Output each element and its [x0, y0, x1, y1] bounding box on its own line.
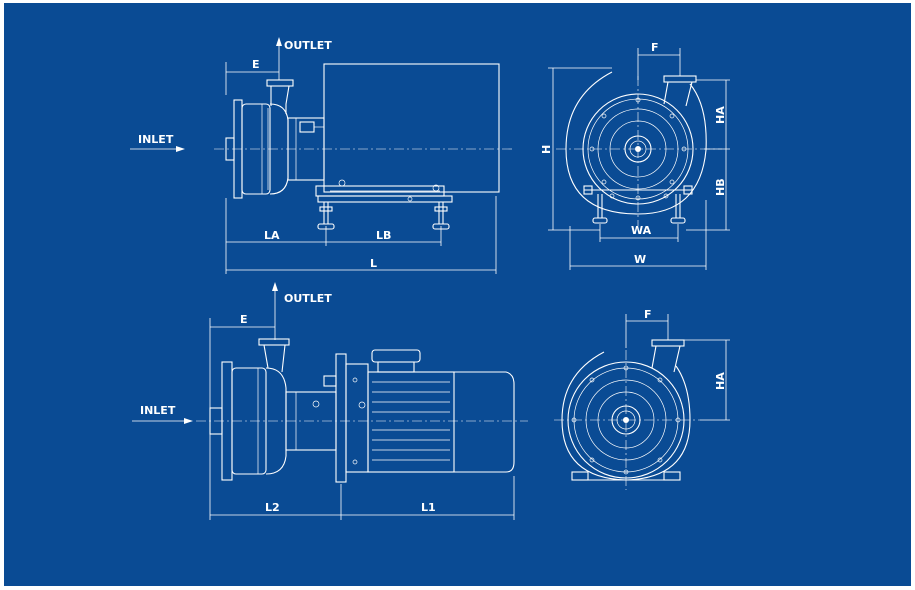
dim-f-label-bottom: F: [644, 308, 652, 321]
dim-h-label: H: [540, 145, 553, 154]
side-view-close-coupled: OUTLET E INLET: [132, 282, 528, 520]
dim-f-label-top: F: [651, 41, 659, 54]
dim-hb-label: HB: [714, 178, 727, 196]
dim-l1-label: L1: [421, 501, 436, 514]
dim-l2-label: L2: [265, 501, 280, 514]
dim-w-label: W: [634, 253, 646, 266]
dim-e-label-bottom: E: [240, 313, 248, 326]
front-view-close-coupled: F HA: [554, 308, 730, 490]
dim-ha-label-bottom: HA: [714, 372, 727, 390]
dim-ha-label-top: HA: [714, 106, 727, 124]
dim-lb-label: LB: [376, 229, 391, 242]
dim-l-label: L: [370, 257, 377, 270]
side-view-base-mounted: OUTLET E INLET: [130, 37, 512, 274]
dim-wa-label: WA: [631, 224, 652, 237]
dim-e-label-top: E: [252, 58, 260, 71]
outlet-label-bottom: OUTLET: [284, 292, 332, 305]
pump-technical-drawing: OUTLET E INLET: [130, 37, 730, 520]
front-view-base-mounted: F: [540, 41, 730, 270]
drawing-canvas: OUTLET E INLET: [4, 3, 911, 586]
inlet-label-bottom: INLET: [140, 404, 176, 417]
inlet-label-top: INLET: [138, 133, 174, 146]
dim-la-label: LA: [264, 229, 280, 242]
outlet-label-top: OUTLET: [284, 39, 332, 52]
